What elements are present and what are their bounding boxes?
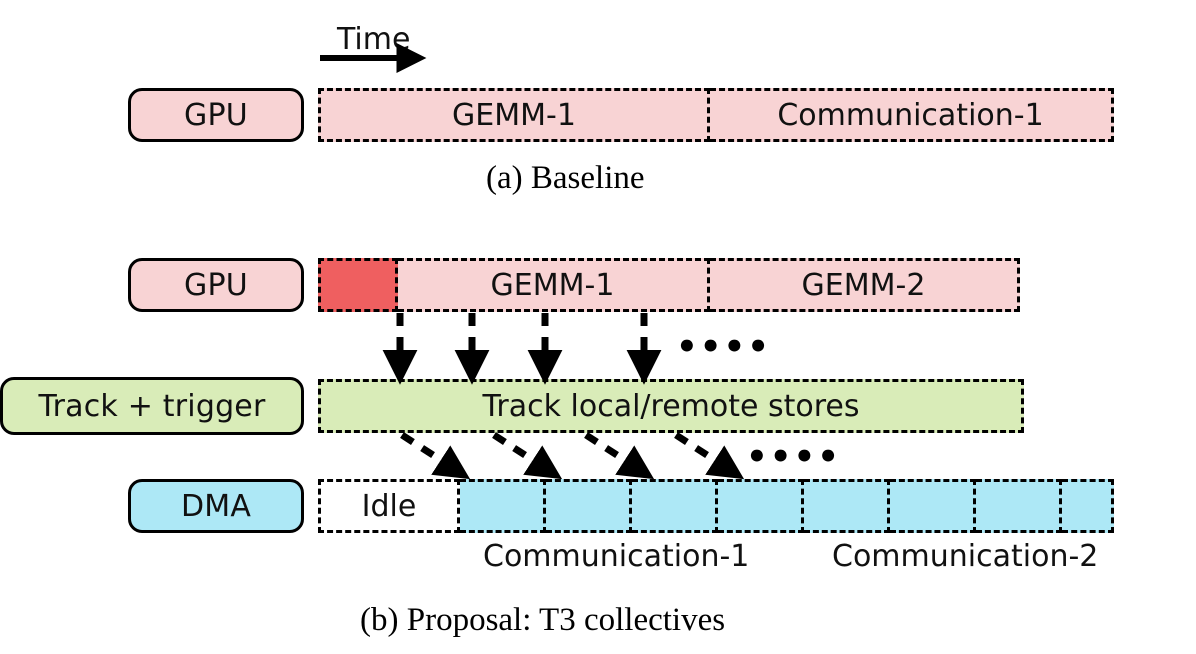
dma-cell-6 bbox=[890, 479, 976, 533]
dma-cell-8 bbox=[1062, 479, 1114, 533]
row-label-gpu-proposal: GPU bbox=[128, 258, 304, 312]
time-axis-label: Time bbox=[337, 22, 411, 57]
dma-under-label-communication-2: Communication-2 bbox=[832, 539, 1099, 574]
gpu-to-track-arrows bbox=[382, 313, 662, 385]
dma-cell-3 bbox=[632, 479, 718, 533]
segment-gemm-2-proposal: GEMM-2 bbox=[710, 258, 1020, 312]
dma-row-ellipsis: •••• bbox=[746, 437, 841, 477]
caption-panel-a: (a) Baseline bbox=[486, 160, 645, 196]
track-to-dma-arrows bbox=[400, 432, 745, 480]
segment-gemm-1-proposal: GEMM-1 bbox=[398, 258, 710, 312]
dma-cell-idle: Idle bbox=[318, 479, 460, 533]
dma-cell-5 bbox=[804, 479, 890, 533]
row-label-gpu-baseline: GPU bbox=[128, 88, 304, 142]
dma-cell-2 bbox=[546, 479, 632, 533]
caption-panel-b: (b) Proposal: T3 collectives bbox=[360, 602, 726, 638]
dma-under-label-communication-1: Communication-1 bbox=[483, 539, 750, 574]
row-label-dma: DMA bbox=[128, 479, 304, 533]
dma-cell-7 bbox=[976, 479, 1062, 533]
segment-gpu-startup bbox=[318, 258, 398, 312]
row-label-track-trigger: Track + trigger bbox=[0, 377, 304, 435]
gpu-row-ellipsis: •••• bbox=[676, 327, 771, 367]
segment-communication-1-baseline: Communication-1 bbox=[710, 88, 1114, 142]
segment-track-local-remote-stores: Track local/remote stores bbox=[318, 379, 1024, 433]
segment-gemm-1-baseline: GEMM-1 bbox=[318, 88, 710, 142]
dma-cell-4 bbox=[718, 479, 804, 533]
dma-cell-1 bbox=[460, 479, 546, 533]
